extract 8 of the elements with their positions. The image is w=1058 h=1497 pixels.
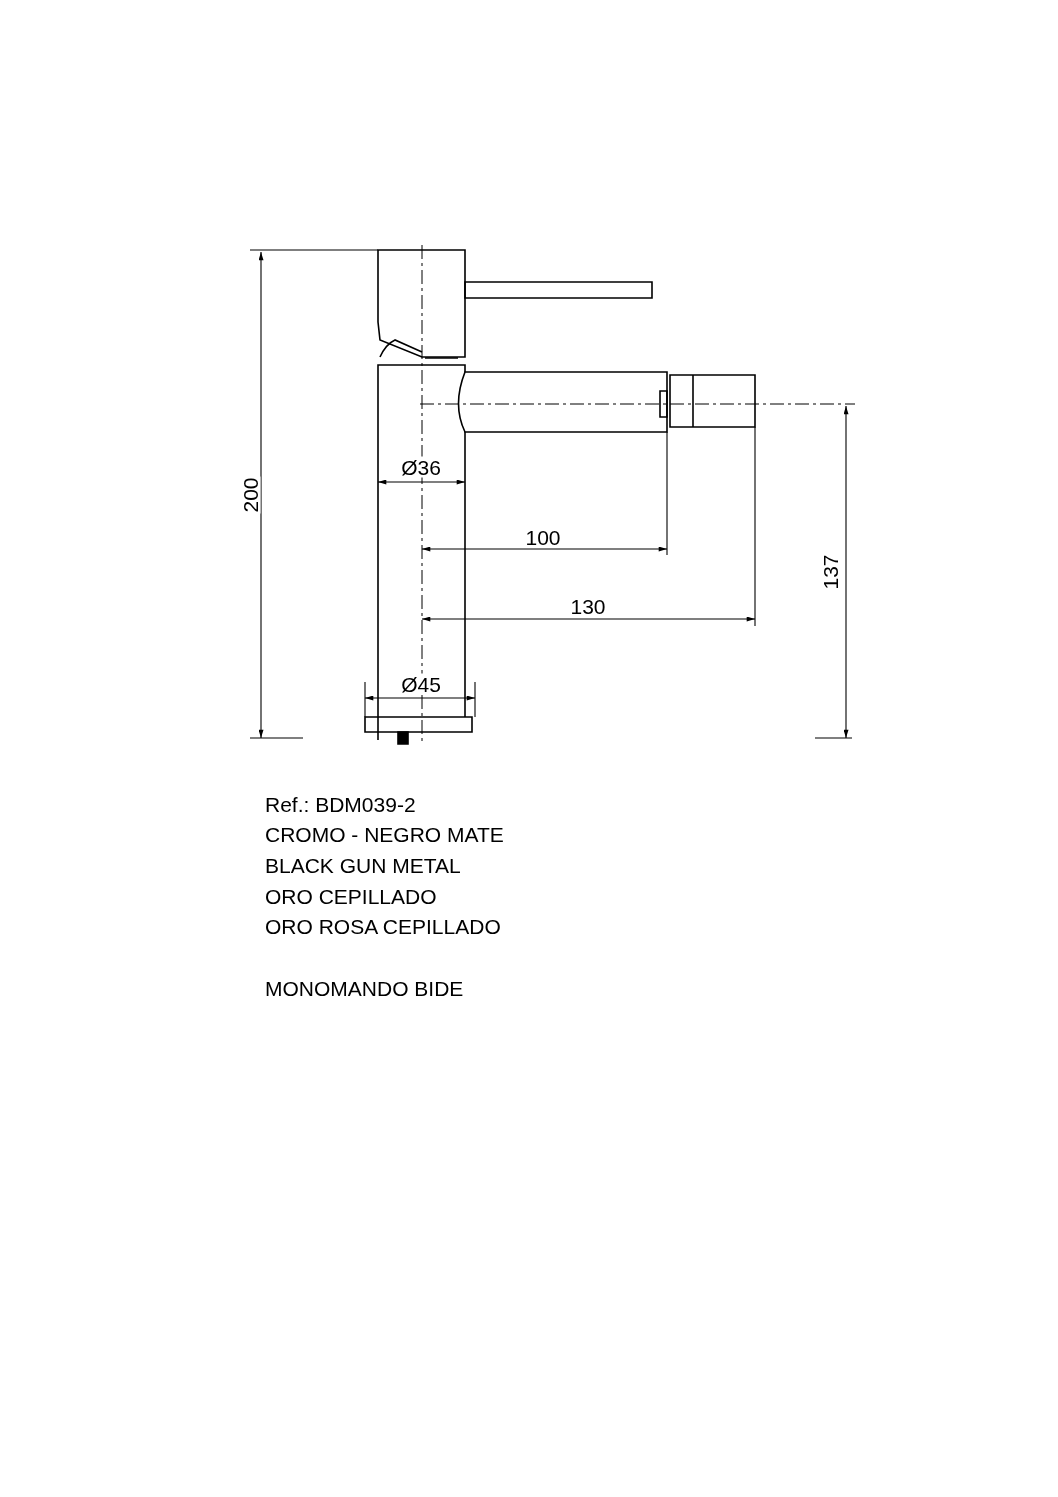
dimension-label: Ø45 [400, 673, 442, 695]
spec-text: BLACK GUN METAL [265, 854, 461, 876]
spec-text: CROMO - NEGRO MATE [265, 823, 504, 845]
dimension-label: Ø36 [400, 456, 442, 478]
spec-text: MONOMANDO BIDE [265, 977, 464, 999]
spec-text: Ref.: BDM039-2 [265, 793, 416, 815]
spec-text: ORO CEPILLADO [265, 885, 437, 907]
spec-text: ORO ROSA CEPILLADO [265, 915, 501, 937]
